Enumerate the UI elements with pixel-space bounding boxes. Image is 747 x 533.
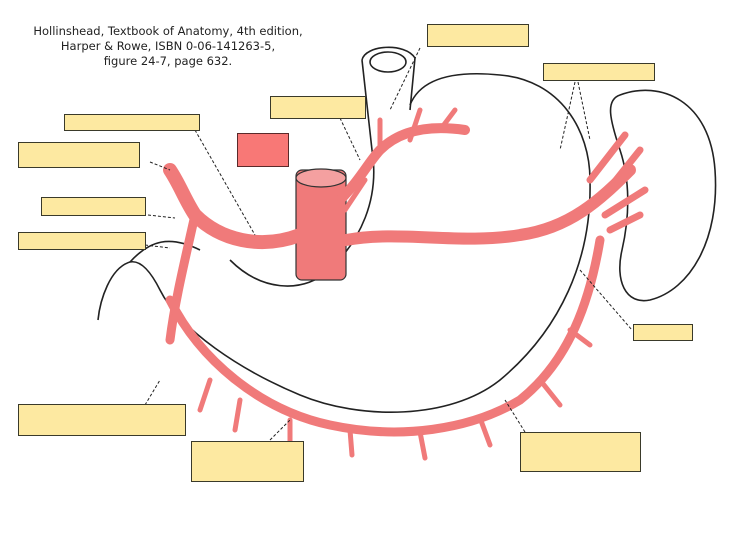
label-box-spleen[interactable] (633, 324, 693, 341)
figure-citation: Hollinshead, Textbook of Anatomy, 4th ed… (22, 24, 314, 69)
label-box-proper-hepatic[interactable] (18, 142, 140, 168)
citation-line-2: Harper & Rowe, ISBN 0-06-141263-5, (60, 39, 276, 53)
label-box-right-gastric[interactable] (41, 197, 146, 216)
label-box-left-gastric[interactable] (270, 96, 366, 119)
citation-line-3: figure 24-7, page 632. (103, 54, 233, 68)
spleen-outline (609, 89, 717, 302)
label-box-esophagus[interactable] (427, 24, 529, 47)
esophagus-outline (361, 46, 416, 111)
citation-line-1: Hollinshead, Textbook of Anatomy, 4th ed… (33, 24, 303, 38)
short-gastric-arteries (586, 131, 649, 234)
gastroduodenal-artery (165, 210, 200, 345)
left-gastric-branches (342, 107, 458, 213)
right-gastroepiploic-artery (165, 235, 605, 437)
label-box-right-gastroepiploic[interactable] (18, 404, 186, 436)
label-box-left-gastroepiploic[interactable] (520, 432, 641, 472)
label-box-epiploic-branches[interactable] (191, 441, 304, 482)
label-box-gastroduodenal[interactable] (18, 232, 146, 250)
stomach-outline (97, 72, 591, 413)
label-box-common-hepatic[interactable] (64, 114, 200, 131)
highlighted-label-box-celiac[interactable] (237, 133, 289, 167)
label-box-short-gastric[interactable] (543, 63, 655, 81)
